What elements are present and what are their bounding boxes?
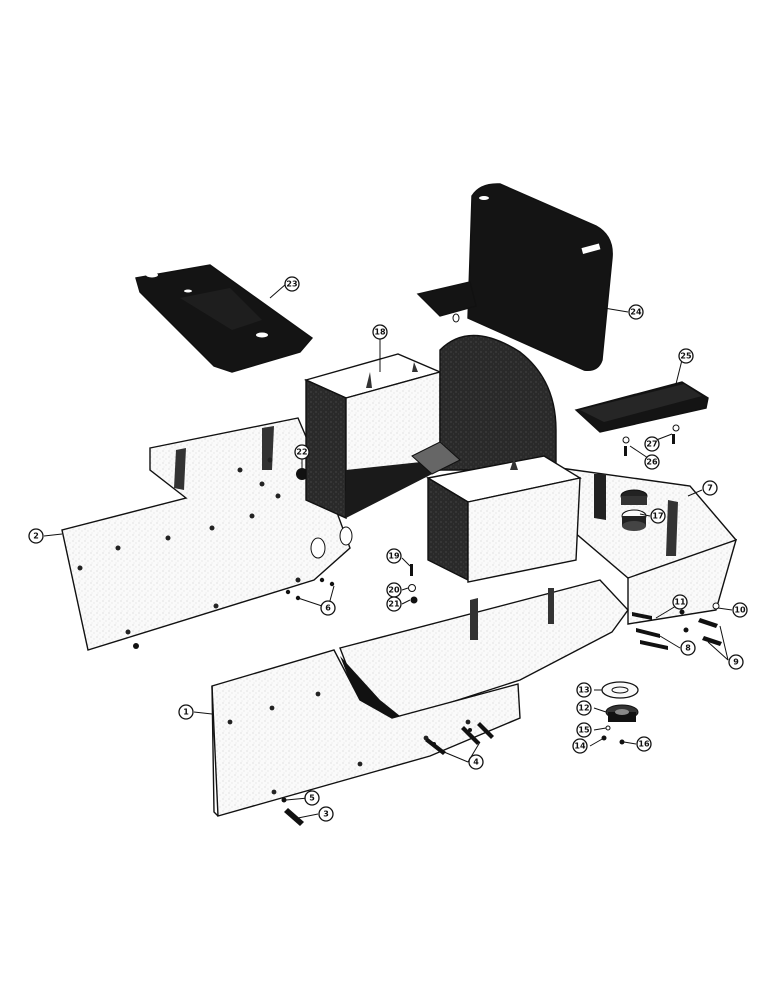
callout-9: 9 xyxy=(728,654,744,670)
drain-fitting xyxy=(601,681,639,745)
callout-label: 6 xyxy=(325,604,331,613)
callout-19: 19 xyxy=(386,548,402,564)
callout-label: 15 xyxy=(578,726,590,735)
callout-label: 1 xyxy=(183,708,189,717)
seat-support xyxy=(411,334,557,475)
callout-2: 2 xyxy=(28,528,44,544)
callout-14a: 14 xyxy=(572,738,588,754)
hardware-bolts xyxy=(281,424,722,826)
tool-box xyxy=(426,455,582,583)
callout-11: 11 xyxy=(672,594,688,610)
callout-20: 20 xyxy=(386,582,402,598)
callout-label: 20 xyxy=(388,586,400,595)
callout-label: 21 xyxy=(388,600,400,609)
callout-label: 18 xyxy=(374,328,386,337)
callout-label: 23 xyxy=(286,280,297,289)
callout-label: 27 xyxy=(646,440,657,449)
callout-label: 7 xyxy=(707,484,713,493)
platform-panel xyxy=(211,649,521,817)
callout-label: 26 xyxy=(646,458,658,467)
callout-16: 16 xyxy=(636,736,652,752)
callout-label: 12 xyxy=(578,704,589,713)
callout-21: 21 xyxy=(386,596,402,612)
callout-8: 8 xyxy=(680,640,696,656)
callout-12: 12 xyxy=(576,700,592,716)
fender-right xyxy=(559,467,738,625)
seat-back xyxy=(416,183,613,371)
callout-25: 25 xyxy=(678,348,694,364)
callout-label: 2 xyxy=(33,532,39,541)
callout-label: 14 xyxy=(574,742,586,751)
callout-1: 1 xyxy=(178,704,194,720)
callout-4: 4 xyxy=(468,754,484,770)
callout-23: 23 xyxy=(284,276,300,292)
callout-10: 10 xyxy=(732,602,748,618)
callout-label: 3 xyxy=(323,810,329,819)
callout-label: 25 xyxy=(680,352,692,361)
callout-label: 16 xyxy=(638,740,650,749)
callout-5a: 5 xyxy=(304,790,320,806)
callout-18: 18 xyxy=(372,324,388,340)
callout-27: 27 xyxy=(644,436,660,452)
callout-15: 15 xyxy=(576,722,592,738)
callout-label: 13 xyxy=(578,686,589,695)
callout-label: 8 xyxy=(685,644,691,653)
callout-label: 9 xyxy=(733,658,739,667)
callout-17: 17 xyxy=(650,508,666,524)
callout-label: 10 xyxy=(734,606,746,615)
callout-label: 24 xyxy=(630,308,642,317)
callout-6: 6 xyxy=(320,600,336,616)
callout-label: 17 xyxy=(652,512,663,521)
callout-label: 19 xyxy=(388,552,400,561)
arm-pad xyxy=(574,381,709,433)
callout-7: 7 xyxy=(702,480,718,496)
callout-label: 5 xyxy=(309,794,315,803)
callout-3: 3 xyxy=(318,806,334,822)
callout-22: 22 xyxy=(294,444,310,460)
callout-13: 13 xyxy=(576,682,592,698)
callout-label: 11 xyxy=(674,598,686,607)
callout-label: 4 xyxy=(473,758,479,767)
callout-label: 22 xyxy=(296,448,307,457)
seat-pad-left xyxy=(135,264,314,373)
callout-24: 24 xyxy=(628,304,644,320)
callout-26: 26 xyxy=(644,454,660,470)
battery-box xyxy=(303,353,443,520)
